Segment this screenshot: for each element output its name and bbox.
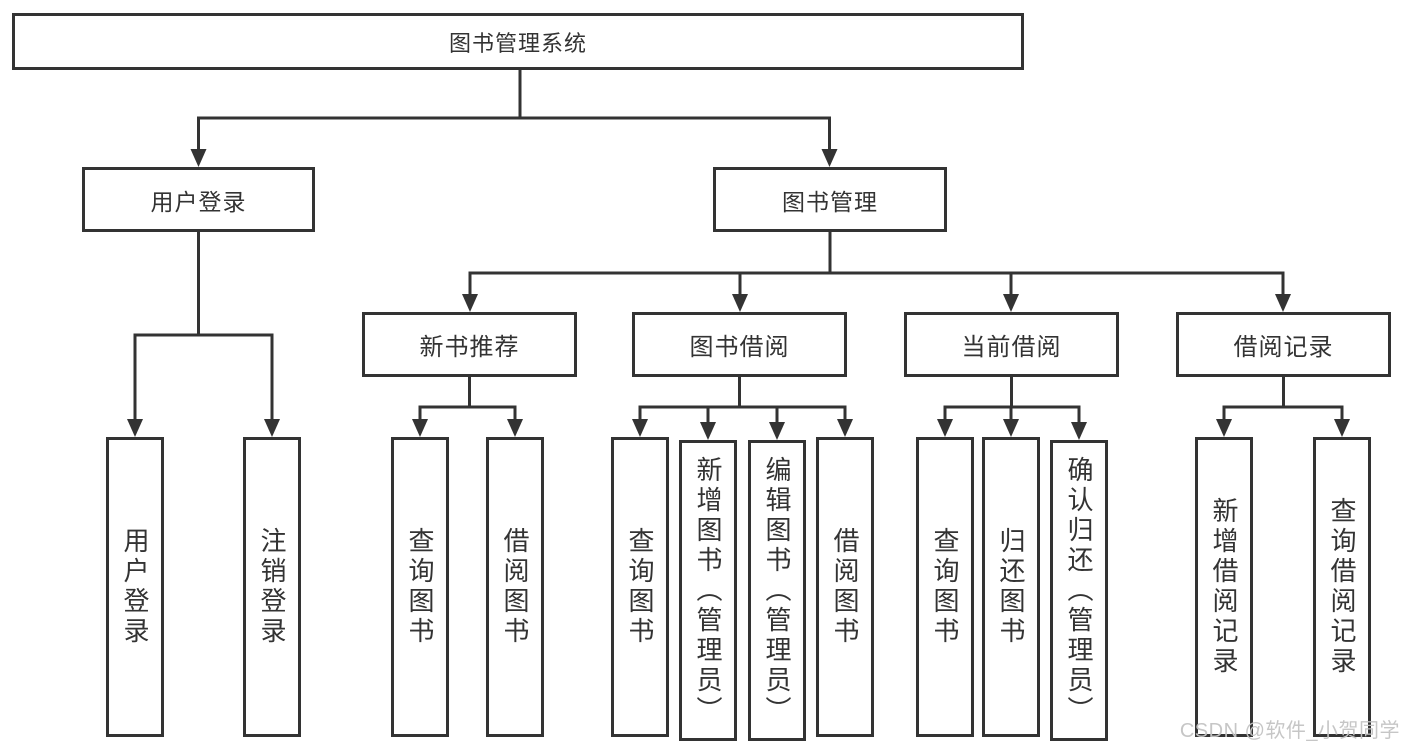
node-user-login: 用户登录: [82, 167, 315, 232]
arrowhead: [1216, 419, 1232, 437]
arrowhead: [1003, 419, 1019, 437]
node-label: 当前借阅: [961, 334, 1062, 361]
node-label: 借阅图书: [500, 527, 530, 647]
arrowhead: [190, 149, 207, 167]
edges-new-books: [412, 377, 523, 437]
leaf-records-add-record: 新增借阅记录: [1195, 437, 1253, 737]
node-label: 新书推荐: [419, 334, 520, 361]
node-label: 归还图书: [996, 527, 1026, 647]
node-book-management: 图书管理: [713, 167, 947, 232]
edges-root-to-level2: [190, 70, 838, 167]
leaf-newbooks-query-books: 查询图书: [391, 437, 449, 737]
arrowhead: [937, 419, 953, 437]
arrowhead: [769, 422, 785, 440]
arrowhead: [700, 422, 716, 440]
csdn-watermark: CSDN @软件_小贺同学: [1179, 720, 1400, 742]
edges-user-login: [127, 232, 280, 437]
node-current-borrowing: 当前借阅: [904, 312, 1119, 377]
node-label: 新增图书（管理员）: [693, 455, 723, 726]
leaf-borrowing-borrow-books: 借阅图书: [816, 437, 874, 737]
node-new-book-recommend: 新书推荐: [362, 312, 577, 377]
leaf-borrowing-query-books: 查询图书: [611, 437, 669, 737]
node-label: 查询图书: [625, 527, 655, 647]
edges-records: [1216, 377, 1350, 437]
node-label: 查询借阅记录: [1327, 497, 1357, 677]
leaf-borrowing-edit-books-admin: 编辑图书（管理员）: [748, 440, 806, 741]
arrowhead: [821, 149, 838, 167]
node-label: 用户登录: [120, 527, 150, 647]
arrowhead: [837, 419, 853, 437]
edges-current-borrow: [937, 377, 1087, 440]
leaf-current-confirm-return-admin: 确认归还（管理员）: [1050, 440, 1108, 741]
node-label: 借阅图书: [830, 527, 860, 647]
leaf-current-query-books: 查询图书: [916, 437, 974, 737]
arrowhead: [264, 419, 280, 437]
node-label: 图书管理: [782, 188, 878, 215]
node-label: 图书管理系统: [448, 30, 587, 56]
leaf-newbooks-borrow-books: 借阅图书: [486, 437, 544, 737]
arrowhead: [1071, 422, 1087, 440]
node-label: 查询图书: [405, 527, 435, 647]
arrowhead: [732, 294, 748, 312]
leaf-logout-login: 注销登录: [243, 437, 301, 737]
leaf-borrowing-add-books-admin: 新增图书（管理员）: [679, 440, 737, 741]
node-borrow-records: 借阅记录: [1176, 312, 1391, 377]
node-label: 用户登录: [150, 188, 247, 215]
node-root-system: 图书管理系统: [12, 13, 1024, 70]
node-label: 查询图书: [930, 527, 960, 647]
arrowhead: [507, 419, 523, 437]
arrowhead: [1275, 294, 1291, 312]
edges-book-mgmt: [462, 232, 1291, 312]
leaf-user-login: 用户登录: [106, 437, 164, 737]
edges-book-borrow: [632, 377, 853, 440]
node-label: 注销登录: [257, 527, 287, 647]
node-label: 图书借阅: [689, 334, 790, 361]
leaf-current-return-books: 归还图书: [982, 437, 1040, 737]
node-label: 借阅记录: [1233, 334, 1334, 361]
leaf-records-query-record: 查询借阅记录: [1313, 437, 1371, 737]
arrowhead: [412, 419, 428, 437]
arrowhead: [462, 294, 478, 312]
node-label: 新增借阅记录: [1209, 497, 1239, 677]
arrowhead: [1003, 294, 1019, 312]
node-book-borrowing: 图书借阅: [632, 312, 847, 377]
node-label: 确认归还（管理员）: [1064, 455, 1094, 726]
node-label: 编辑图书（管理员）: [762, 455, 792, 726]
arrowhead: [632, 419, 648, 437]
arrowhead: [1334, 419, 1350, 437]
arrowhead: [127, 419, 143, 437]
